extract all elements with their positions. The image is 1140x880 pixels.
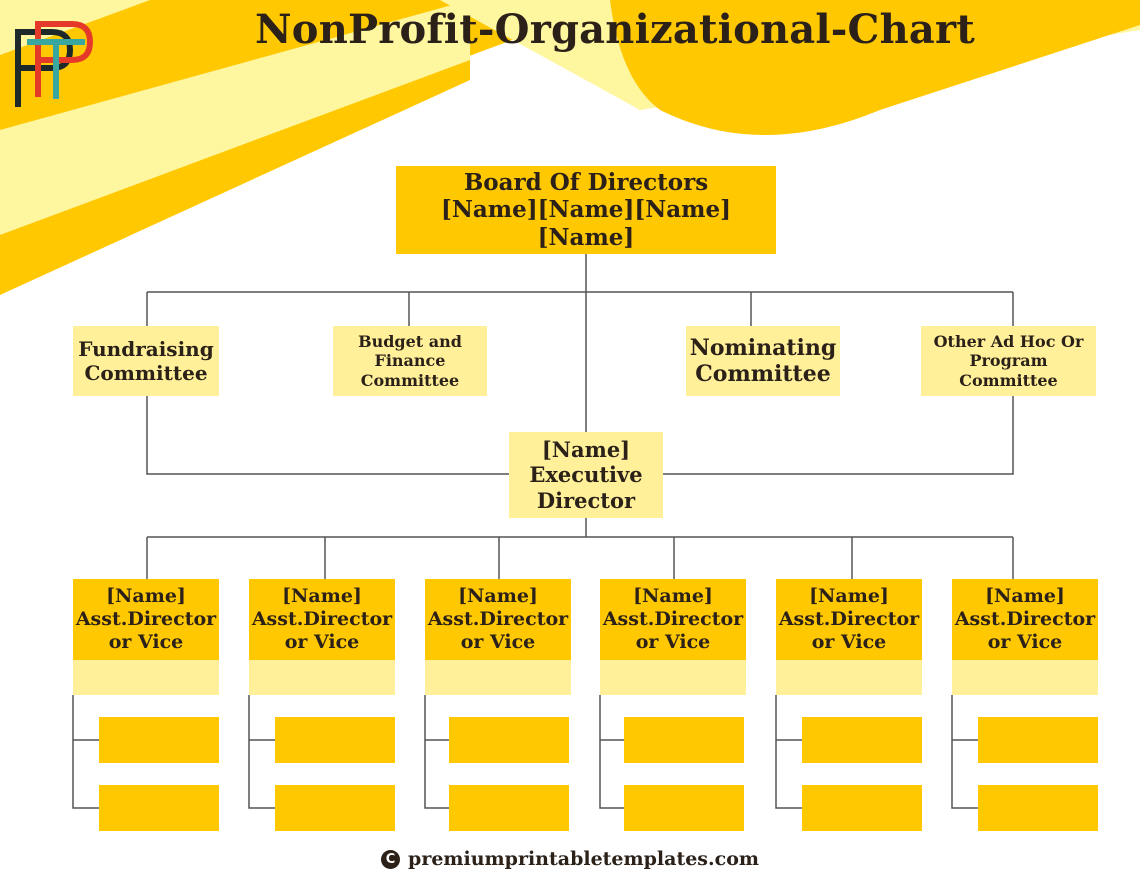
sub-role-box bbox=[275, 785, 395, 831]
asst-director-box-5: [Name] Asst.Director or Vice bbox=[776, 579, 922, 660]
board-label: Board Of Directors [Name][Name][Name][Na… bbox=[441, 168, 731, 251]
board-of-directors-box: Board Of Directors [Name][Name][Name][Na… bbox=[396, 166, 776, 254]
asst-director-band bbox=[425, 660, 571, 695]
committee-label: Other Ad Hoc Or Program Committee bbox=[933, 332, 1084, 390]
sub-role-box bbox=[99, 785, 219, 831]
sub-role-box bbox=[275, 717, 395, 763]
nominating-committee-box: Nominating Committee bbox=[686, 326, 840, 396]
asst-director-box-6: [Name] Asst.Director or Vice bbox=[952, 579, 1098, 660]
sub-role-box bbox=[449, 785, 569, 831]
footer-url[interactable]: premiumprintabletemplates.com bbox=[408, 848, 759, 870]
asst-director-label: [Name] Asst.Director or Vice bbox=[251, 585, 393, 653]
sub-role-box bbox=[802, 785, 922, 831]
asst-director-box-1: [Name] Asst.Director or Vice bbox=[73, 579, 219, 660]
sub-role-box bbox=[978, 785, 1098, 831]
committee-label: Budget and Finance Committee bbox=[358, 332, 462, 390]
sub-role-box bbox=[449, 717, 569, 763]
asst-director-label: [Name] Asst.Director or Vice bbox=[602, 585, 744, 653]
asst-director-band bbox=[952, 660, 1098, 695]
sub-role-box bbox=[99, 717, 219, 763]
asst-director-label: [Name] Asst.Director or Vice bbox=[427, 585, 569, 653]
committee-label: Nominating Committee bbox=[689, 334, 837, 387]
asst-director-band bbox=[73, 660, 219, 695]
asst-director-box-4: [Name] Asst.Director or Vice bbox=[600, 579, 746, 660]
asst-director-band bbox=[776, 660, 922, 695]
copyright-icon: C bbox=[381, 850, 401, 869]
sub-role-box bbox=[624, 717, 744, 763]
asst-director-box-2: [Name] Asst.Director or Vice bbox=[249, 579, 395, 660]
asst-director-label: [Name] Asst.Director or Vice bbox=[778, 585, 920, 653]
asst-director-label: [Name] Asst.Director or Vice bbox=[954, 585, 1096, 653]
sub-role-box bbox=[802, 717, 922, 763]
sub-role-box bbox=[978, 717, 1098, 763]
budget-finance-committee-box: Budget and Finance Committee bbox=[333, 326, 487, 396]
executive-director-box: [Name] Executive Director bbox=[509, 432, 663, 518]
asst-director-band bbox=[600, 660, 746, 695]
ad-hoc-program-committee-box: Other Ad Hoc Or Program Committee bbox=[921, 326, 1096, 396]
executive-label: [Name] Executive Director bbox=[529, 437, 643, 513]
asst-director-label: [Name] Asst.Director or Vice bbox=[75, 585, 217, 653]
asst-director-box-3: [Name] Asst.Director or Vice bbox=[425, 579, 571, 660]
ppt-logo-icon bbox=[15, 21, 94, 107]
sub-role-box bbox=[624, 785, 744, 831]
committee-label: Fundraising Committee bbox=[78, 337, 214, 385]
asst-director-band bbox=[249, 660, 395, 695]
fundraising-committee-box: Fundraising Committee bbox=[73, 326, 219, 396]
page-title: NonProfit-Organizational-Chart bbox=[255, 6, 975, 53]
